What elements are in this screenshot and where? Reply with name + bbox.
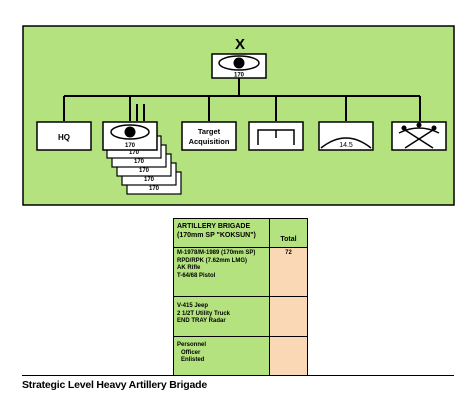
engineer-unit	[391, 121, 447, 151]
air-defense-unit: 14.5	[318, 121, 374, 151]
gauge-arc-icon	[320, 137, 372, 149]
table-item: V-415 Jeep	[177, 303, 209, 309]
weapons-cell: M-1978/M-1989 (170mm SP) RPD/RPK (7.62mm…	[174, 248, 270, 296]
maintenance-bracket-icon	[257, 129, 295, 145]
table-row: M-1978/M-1989 (170mm SP) RPD/RPK (7.62mm…	[174, 247, 307, 296]
table-item: Enlisted	[181, 357, 205, 364]
artillery-sp-icon	[218, 55, 260, 71]
maintenance-unit	[248, 121, 304, 151]
vehicles-cell: V-415 Jeep 2 1/2T Utility Truck END TRAY…	[174, 297, 270, 336]
table-row: Personnel Officer Enlisted	[174, 336, 307, 375]
crossed-tools-icon	[398, 122, 440, 149]
equipment-table: ARTILLERY BRIGADE (170mm SP "KOKSUN") To…	[173, 218, 308, 376]
echelon-marker: X	[235, 36, 245, 53]
target-acquisition-label-line2: Acquisition	[189, 137, 230, 146]
target-acquisition-label-line1: Target	[198, 127, 221, 136]
table-header-row: ARTILLERY BRIGADE (170mm SP "KOKSUN") To…	[174, 219, 307, 247]
table-item: T-64/68 Pistol	[177, 272, 216, 279]
table-header-title: ARTILLERY BRIGADE (170mm SP "KOKSUN")	[174, 219, 270, 247]
table-item: Officer	[181, 349, 201, 356]
vehicles-total	[270, 297, 307, 336]
table-header-line: ARTILLERY BRIGADE	[177, 223, 251, 230]
table-row: V-415 Jeep 2 1/2T Utility Truck END TRAY…	[174, 296, 307, 336]
table-item: AK Rifle	[177, 265, 201, 272]
air-defense-caliber: 14.5	[339, 142, 353, 149]
hq-label: HQ	[58, 133, 70, 142]
battalion-card-label: 170	[144, 177, 155, 183]
top-unit-symbol: 170	[211, 53, 267, 79]
battalion-card-front: 170	[102, 121, 158, 151]
battalion-card-label: 170	[134, 159, 145, 165]
table-item: Personnel	[177, 342, 207, 348]
connector-lines	[63, 78, 421, 121]
table-header-line: (170mm SP "KOKSUN")	[177, 231, 256, 239]
battalion-card-label: 170	[149, 186, 160, 192]
battalion-card-label: 170	[125, 143, 136, 149]
table-item: 2 1/2T Utility Truck	[177, 310, 231, 317]
hq-unit: HQ	[36, 121, 92, 151]
battalion-card-label: 170	[129, 150, 140, 156]
personnel-cell: Personnel Officer Enlisted	[174, 337, 270, 375]
battalion-card-label: 170	[139, 168, 150, 174]
personnel-total	[270, 337, 307, 375]
table-item: M-1978/M-1989 (170mm SP)	[177, 250, 256, 256]
caption-divider	[22, 375, 454, 376]
top-unit-caliber: 170	[234, 73, 245, 79]
artillery-sp-icon	[110, 124, 150, 140]
table-item: RPD/RPK (7.62mm LMG)	[177, 257, 248, 264]
battalion-stack: 170 170 170 170 170 170	[102, 121, 182, 195]
table-item: END TRAY Radar	[177, 318, 226, 325]
figure-caption: Strategic Level Heavy Artillery Brigade	[22, 379, 207, 391]
weapons-total: 72	[270, 248, 307, 296]
target-acquisition-unit: Target Acquisition	[181, 121, 237, 151]
total-column-header: Total	[270, 219, 307, 247]
